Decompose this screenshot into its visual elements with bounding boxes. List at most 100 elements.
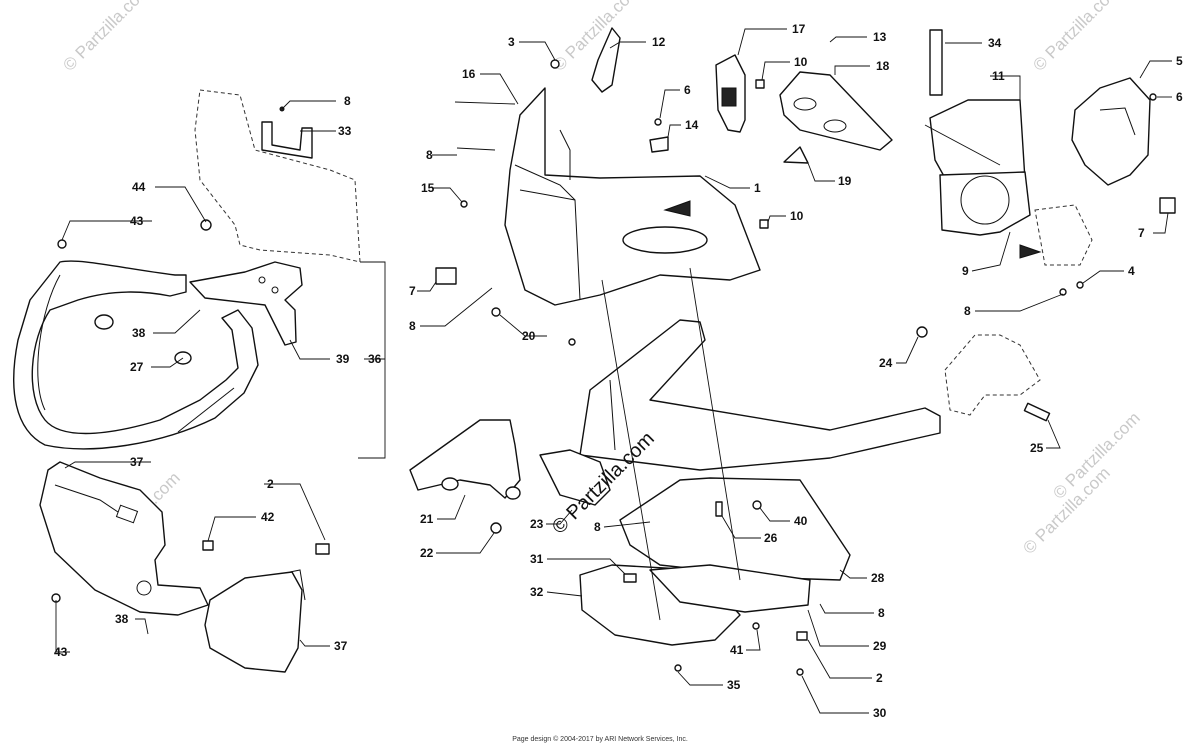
bolt-15 (460, 200, 468, 208)
block-10 (755, 79, 765, 89)
frame-detail (609, 379, 616, 451)
callout-24: 24 (879, 356, 893, 370)
bolt-8r (1059, 288, 1067, 296)
bolt-4 (1076, 281, 1084, 289)
callout-15: 15 (421, 181, 435, 195)
callout-39: 39 (336, 352, 350, 366)
bracket-21 (409, 419, 521, 499)
bumper-inner-edge (37, 274, 61, 411)
filter-34 (929, 29, 943, 96)
callout-40: 40 (794, 514, 808, 528)
callout-6: 6 (1176, 90, 1183, 104)
bolt-3 (550, 59, 560, 69)
clip-2 (315, 543, 330, 555)
callout-19: 19 (838, 174, 852, 188)
callout-20: 20 (522, 329, 536, 343)
bolt-25 (1023, 402, 1051, 422)
callout-14: 14 (685, 118, 699, 132)
callout-7: 7 (409, 284, 416, 298)
callout-42: 42 (261, 510, 275, 524)
bolt-26 (715, 501, 723, 517)
plate-29 (649, 564, 811, 613)
callout-17: 17 (792, 22, 806, 36)
frame-front (539, 449, 611, 506)
fastener-22 (490, 522, 502, 534)
callout-34: 34 (988, 36, 1002, 50)
callout-16: 16 (462, 67, 476, 81)
callout-31: 31 (530, 552, 544, 566)
mount-plate-39 (189, 261, 303, 346)
fastener-43 (57, 239, 67, 249)
bracket-14 (649, 136, 669, 153)
bulkhead-1 (504, 87, 761, 306)
bolt-20b (568, 338, 576, 346)
bolt-6 (654, 118, 662, 126)
bolt-35 (674, 664, 682, 672)
clip-2b (796, 631, 808, 641)
callout-8: 8 (594, 520, 601, 534)
bolt-16 (454, 101, 516, 105)
callout-5: 5 (1176, 54, 1183, 68)
callout-3: 3 (508, 35, 515, 49)
callout-7: 7 (1138, 226, 1145, 240)
plug-27 (94, 314, 114, 330)
clip-42 (202, 540, 214, 551)
callout-41: 41 (730, 643, 744, 657)
callout-8: 8 (409, 319, 416, 333)
frame-rear-ghost (944, 334, 1041, 416)
bolt-41 (752, 622, 760, 630)
callout-33: 33 (338, 124, 352, 138)
callout-21: 21 (420, 512, 434, 526)
bolt-30 (796, 668, 804, 676)
callout-32: 32 (530, 585, 544, 599)
block-10b (759, 219, 769, 229)
block-7 (435, 267, 457, 285)
callout-44: 44 (132, 180, 146, 194)
callout-25: 25 (1030, 441, 1044, 455)
bracket-21-port (441, 477, 459, 491)
body-panel-ghost (194, 89, 361, 263)
skid-plate-37 (39, 461, 209, 616)
callout-6: 6 (684, 83, 691, 97)
bracket-5-detail (1099, 107, 1136, 136)
frame-assembly: © Partzilla.com (409, 319, 1051, 676)
callout-4: 4 (1128, 264, 1135, 278)
callout-8: 8 (878, 606, 885, 620)
bracket-33 (261, 121, 313, 159)
bulkhead-fold (514, 164, 581, 301)
callout-22: 22 (420, 546, 434, 560)
callout-28: 28 (871, 571, 885, 585)
callout-43: 43 (130, 214, 144, 228)
callout-26: 26 (764, 531, 778, 545)
page-footer: Page design © 2004-2017 by ARI Network S… (512, 736, 688, 743)
bracket-17-face (721, 87, 737, 107)
callout-labels: 8 33 44 43 38 27 39 36 37 2 42 43 38 37 … (54, 22, 1183, 720)
callout-36: 36 (368, 352, 382, 366)
frame-rail (579, 319, 941, 471)
bracket-line-36 (358, 261, 386, 459)
watermark: © Partzilla.com (1029, 0, 1123, 75)
callout-38: 38 (132, 326, 146, 340)
fastener-24 (916, 326, 928, 338)
bumper-inner-edge-2 (177, 387, 235, 433)
callout-8: 8 (344, 94, 351, 108)
callout-43: 43 (54, 645, 68, 659)
callout-1: 1 (754, 181, 761, 195)
bolt-20 (491, 307, 501, 317)
bracket-21-port-2 (505, 486, 521, 500)
skid-plate-edge (289, 569, 306, 601)
clip-31 (623, 573, 637, 583)
callout-10: 10 (794, 55, 808, 69)
bulkhead-opening (622, 226, 708, 254)
arrow-marker-right (1019, 244, 1042, 259)
left-assembly (13, 89, 386, 673)
center-top-assembly (435, 27, 893, 346)
support-ghost (1034, 204, 1093, 266)
callout-27: 27 (130, 360, 144, 374)
bolt-8 (456, 147, 496, 151)
callout-37: 37 (130, 455, 144, 469)
watermark: © Partzilla.com (59, 0, 153, 75)
callout-38: 38 (115, 612, 129, 626)
